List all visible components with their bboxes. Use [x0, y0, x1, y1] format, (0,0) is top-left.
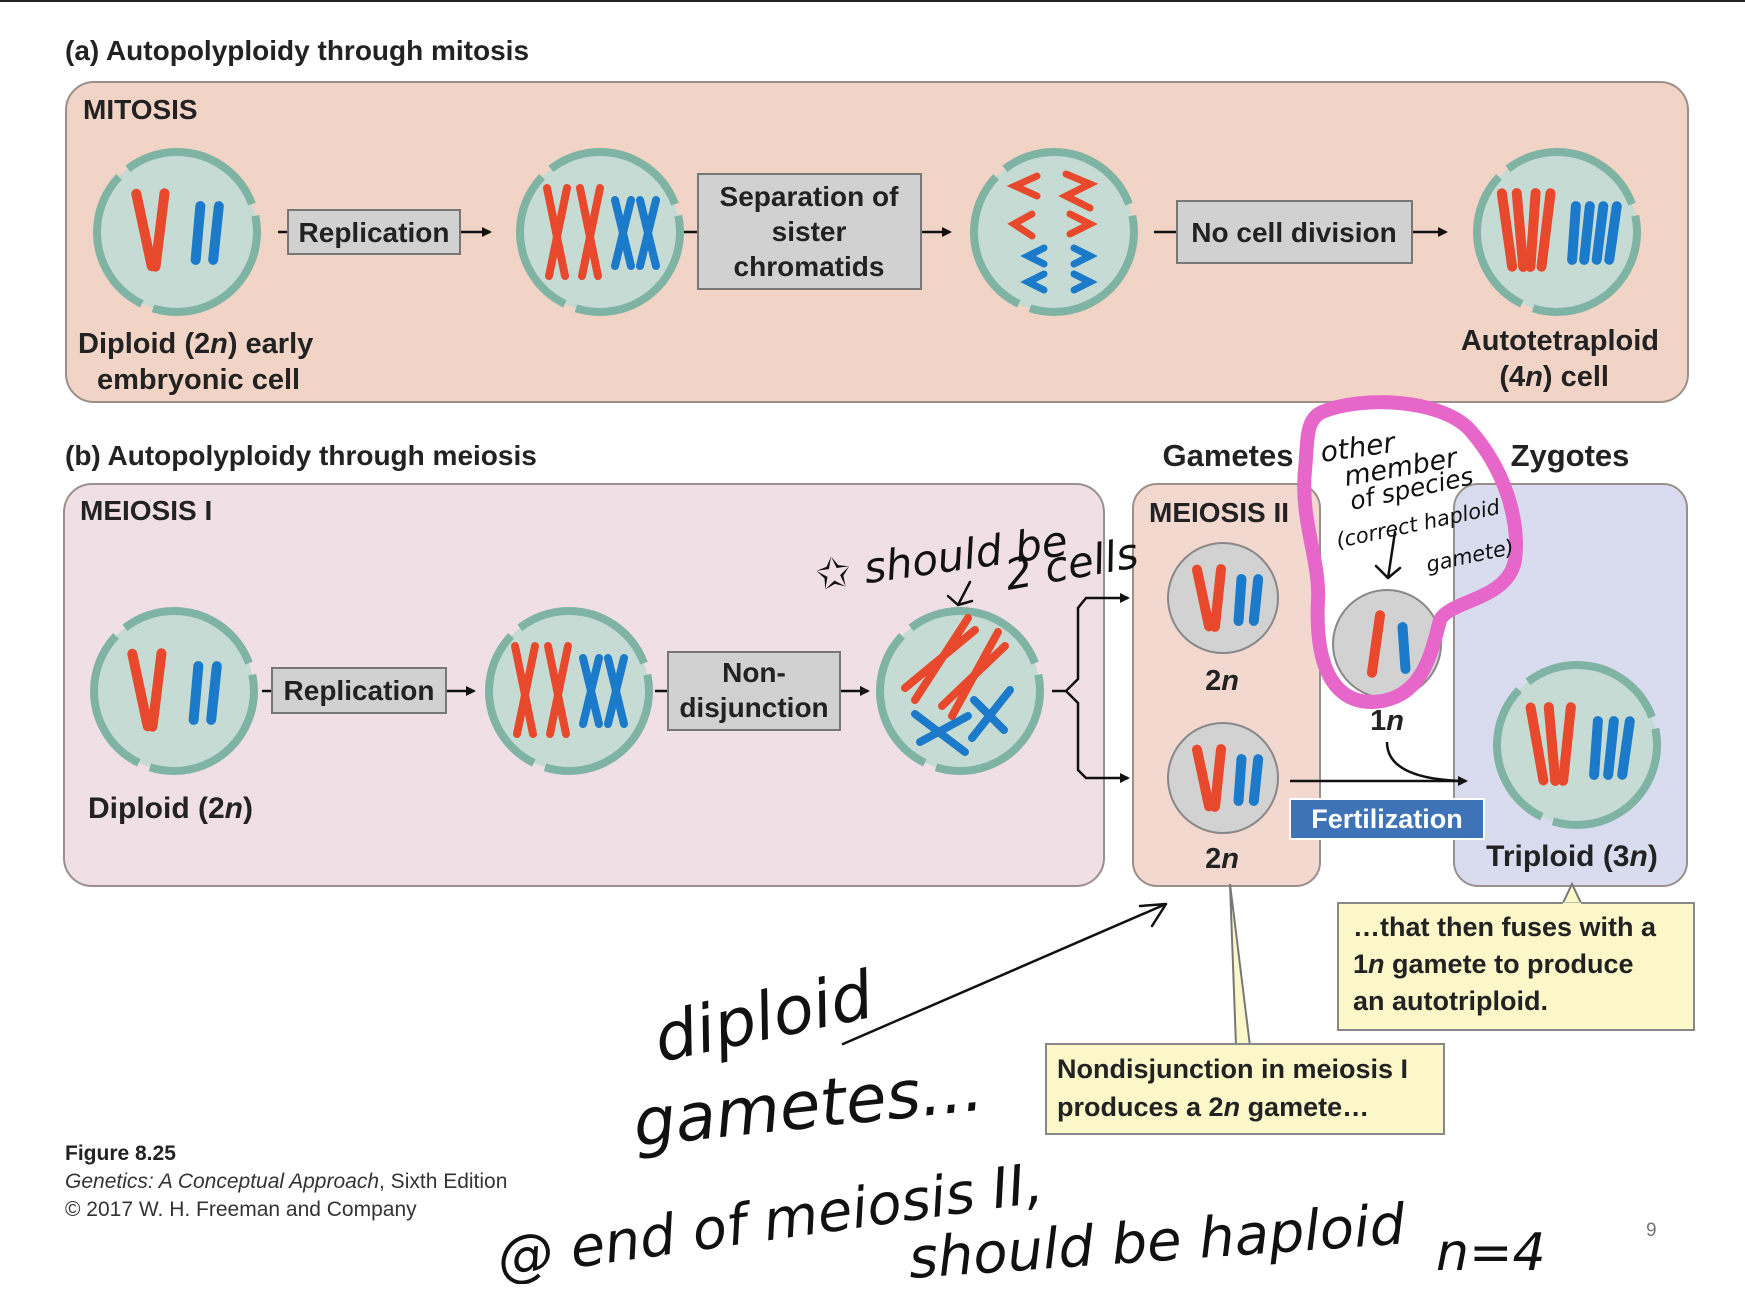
- meiosis1-box-title: MEIOSIS I: [80, 495, 212, 526]
- no-division-label: No cell division: [1191, 217, 1396, 248]
- callout-pointer-2: [1560, 881, 1584, 906]
- zygote-cell-triploid: [1493, 661, 1661, 829]
- cell-a3-separating: [970, 148, 1138, 316]
- figure-copyright: © 2017 W. H. Freeman and Company: [65, 1198, 417, 1221]
- separation-label-line3: chromatids: [734, 251, 885, 282]
- gametes-label: Gametes: [1163, 438, 1294, 473]
- branch-arrow-bottom: [1065, 690, 1130, 783]
- haploid-ploidy-label: 1n: [1370, 705, 1404, 737]
- cell-b2-replicated: [485, 607, 653, 775]
- gamete-cell-top: [1167, 542, 1279, 654]
- mitosis-box-title: MITOSIS: [83, 94, 198, 125]
- nondisjunction-callout-line1: Nondisjunction in meiosis I: [1057, 1054, 1408, 1084]
- cell-a4-label-line2: (4n) cell: [1499, 361, 1609, 393]
- pink-highlight: [1297, 395, 1523, 709]
- cell-b1-diploid: [90, 607, 258, 775]
- nondisjunction-box: [667, 651, 841, 731]
- replication-box-b: [271, 667, 447, 714]
- no-division-box: [1176, 200, 1413, 264]
- note-n-equals: n=4: [1436, 1223, 1546, 1283]
- nondisjunction-callout-line2: produces a 2n gamete…: [1057, 1092, 1369, 1122]
- figure-source: Genetics: A Conceptual Approach, Sixth E…: [65, 1170, 507, 1193]
- meiosis2-box-title: MEIOSIS II: [1149, 497, 1289, 528]
- gamete-top-ploidy-label: 2n: [1205, 665, 1239, 697]
- cell-a4-autotetraploid: [1473, 148, 1641, 316]
- gamete-bottom-ploidy-label: 2n: [1205, 843, 1239, 875]
- gamete-cell-bottom: [1167, 722, 1279, 834]
- callout-pointer-1: [1229, 883, 1252, 1047]
- haploid-merge-arrow: [1385, 741, 1461, 783]
- cell-a1-label-line2: embryonic cell: [97, 364, 300, 396]
- haploid-gamete-cell: [1332, 589, 1442, 699]
- note-other-arrow: [1374, 530, 1402, 580]
- nondisjunction-label-line2: disjunction: [679, 692, 828, 723]
- note-diploid-arrow: [841, 902, 1168, 1046]
- panel-b-title: (b) Autopolyploidy through meiosis: [65, 440, 537, 471]
- panel-a-title: (a) Autopolyploidy through mitosis: [65, 35, 529, 66]
- cell-b3-nondisjunction: [876, 607, 1044, 775]
- cell-a1-diploid: [93, 148, 261, 316]
- replication-label-b: Replication: [284, 675, 435, 706]
- note-diploid: diploid: [647, 956, 880, 1078]
- cell-b1-label: Diploid (2n): [88, 792, 253, 825]
- fertilization-label-box: [1289, 798, 1485, 840]
- fuse-callout-line2: 1n gamete to produce: [1353, 949, 1634, 979]
- separation-label-line2: sister: [772, 216, 847, 247]
- cell-a2-replicated: [516, 148, 684, 316]
- fuse-callout-line3: an autotriploid.: [1353, 986, 1548, 1016]
- cell-a4-label-line1: Autotetraploid: [1461, 325, 1659, 357]
- nondisjunction-callout: [1045, 1043, 1445, 1135]
- nondisjunction-label-line1: Non-: [722, 657, 786, 688]
- note-should-be-arrow: [946, 580, 974, 607]
- zygotes-label: Zygotes: [1511, 438, 1630, 473]
- fuse-callout-line1: …that then fuses with a: [1353, 912, 1657, 942]
- branch-arrow-top: [1052, 593, 1130, 693]
- separation-label-line1: Separation of: [720, 181, 900, 212]
- zygote-label: Triploid (3n): [1486, 840, 1658, 873]
- figure-number: Figure 8.25: [65, 1142, 176, 1165]
- replication-label-a: Replication: [299, 217, 450, 248]
- separation-box: [697, 173, 922, 290]
- replication-box-a: [287, 209, 461, 255]
- fertilization-label: Fertilization: [1311, 804, 1463, 834]
- cell-a1-label-line1: Diploid (2n) early: [78, 328, 313, 360]
- page-number: 9: [1646, 1220, 1657, 1241]
- fuse-callout: [1337, 902, 1695, 1031]
